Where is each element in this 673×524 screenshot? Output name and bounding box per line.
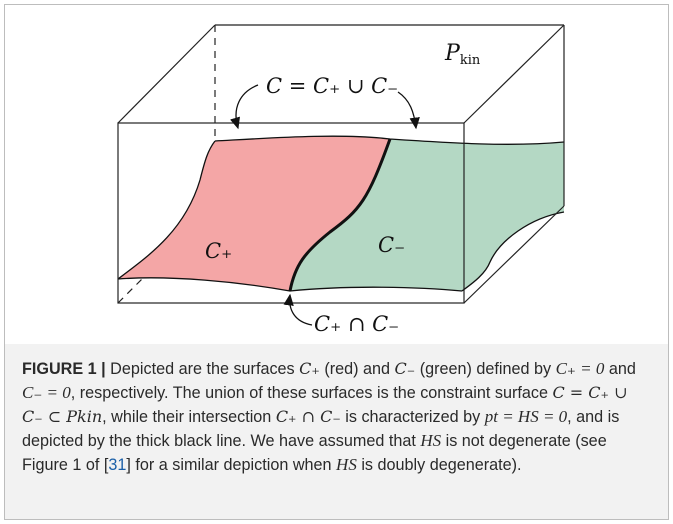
citation-link[interactable]: 31 — [108, 456, 127, 474]
math-eq: C₊ = 0 — [555, 359, 605, 378]
arrow-to-green — [397, 91, 420, 130]
intersection-line — [288, 138, 392, 292]
label-c-plus: C₊ — [205, 239, 232, 263]
math-intersection: C₊ ∩ C₋ — [275, 407, 341, 426]
math-c-minus: C₋ — [394, 359, 416, 378]
surface-c-minus — [290, 139, 564, 291]
arrow-to-red — [230, 84, 259, 130]
math-eq: pt = HS = 0 — [484, 407, 568, 426]
math-union: C = C₊ ∪ C₋ ⊂ Pkin — [22, 383, 628, 426]
caption-text: is doubly degenerate). — [356, 456, 522, 474]
figure-caption: FIGURE 1 | Depicted are the surfaces C₊ … — [22, 357, 652, 477]
arrow-to-intersection — [283, 293, 313, 326]
math-eq: C₋ = 0 — [22, 383, 71, 402]
math-hs: HS — [420, 431, 442, 450]
math-c-plus: C₊ — [299, 359, 320, 378]
figure-label: FIGURE 1 | — [22, 360, 106, 378]
label-union: C = C₊ ∪ C₋ — [266, 74, 398, 98]
caption-background — [5, 344, 668, 519]
label-c-minus: C₋ — [378, 233, 405, 257]
figure-frame — [4, 4, 669, 520]
visible-box-edges — [117, 24, 565, 304]
caption-text: , respectively. The union of these surfa… — [70, 384, 553, 402]
caption-text: Depicted are the surfaces — [105, 360, 300, 378]
caption-text: , while their intersection — [102, 408, 276, 426]
caption-text: (red) and — [319, 360, 395, 378]
label-p-kin: Pkin — [444, 41, 481, 68]
label-intersection: C₊ ∩ C₋ — [314, 312, 399, 336]
math-hs: HS — [336, 455, 357, 474]
caption-text: is not degenerate (see Figure 1 of [ — [22, 432, 607, 474]
caption-text: is characterized by — [340, 408, 485, 426]
caption-text: (green) defined by — [415, 360, 556, 378]
label-arrows — [230, 84, 420, 326]
caption-text: , and is depicted by the thick black lin… — [22, 408, 620, 450]
surface-c-plus — [118, 136, 390, 291]
surface-boundaries — [117, 135, 565, 292]
caption-text: and — [604, 360, 636, 378]
caption-text: ] for a similar depiction when — [126, 456, 337, 474]
